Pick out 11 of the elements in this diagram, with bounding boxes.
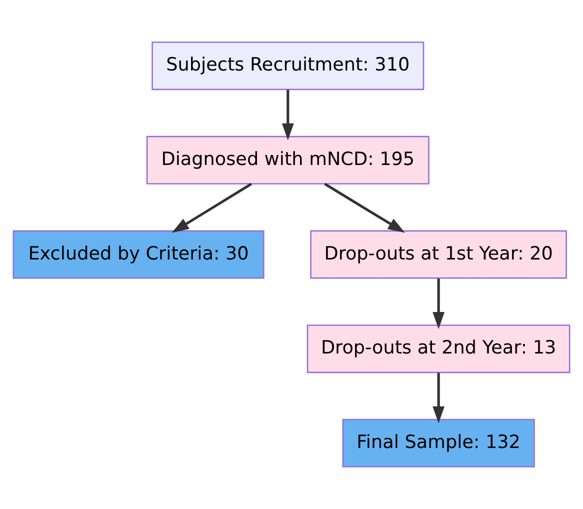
arrow xyxy=(282,90,294,140)
node-box: Final Sample: 132 xyxy=(342,418,535,468)
node-box: Drop-outs at 2nd Year: 13 xyxy=(306,324,570,374)
node-box: Drop-outs at 1st Year: 20 xyxy=(310,230,567,279)
node-box: Diagnosed with mNCD: 195 xyxy=(146,136,430,184)
arrow xyxy=(324,182,405,233)
node-box: Subjects Recruitment: 310 xyxy=(152,42,424,90)
arrow xyxy=(172,182,252,233)
node-box: Excluded by Criteria: 30 xyxy=(12,230,264,279)
arrow xyxy=(432,372,445,424)
arrow xyxy=(432,278,445,330)
